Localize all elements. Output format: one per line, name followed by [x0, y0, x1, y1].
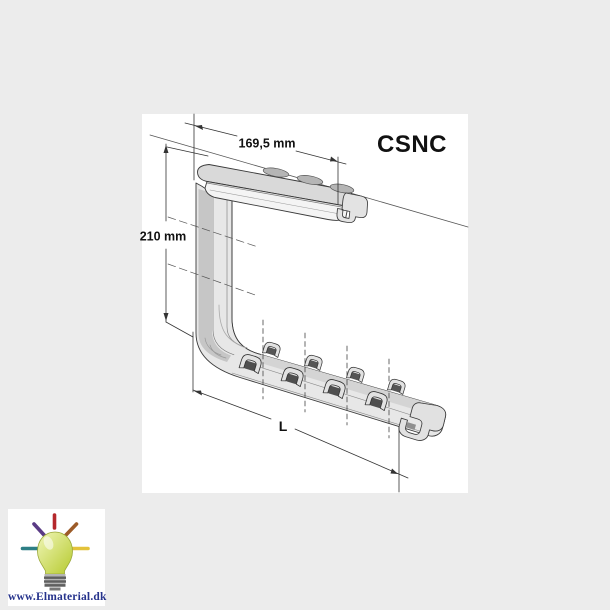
- dim-height-label: 210 mm: [140, 230, 187, 244]
- rail-end-profile: [398, 402, 447, 441]
- arm-end-profile: [336, 192, 368, 224]
- product-code-label: CSNC: [377, 131, 447, 158]
- arm-slots: [262, 167, 355, 194]
- watermark-url: www.Elmaterial.dk: [8, 591, 107, 603]
- rail-tabs-front: [238, 354, 388, 411]
- lightbulb-icon: [20, 513, 90, 591]
- centerlines: [262, 319, 390, 439]
- dim-width-label: 169,5 mm: [239, 137, 296, 151]
- dimension-height: [163, 143, 209, 338]
- bulb-rays: [20, 513, 90, 551]
- rail-tabs-back: [262, 341, 406, 395]
- bracket-illustration: [195, 164, 447, 441]
- dimension-length: [192, 331, 409, 493]
- dimension-width: [184, 113, 347, 205]
- watermark-logo: www.Elmaterial.dk: [8, 509, 107, 606]
- break-lines: [167, 216, 259, 297]
- dim-length-label: L: [279, 418, 288, 434]
